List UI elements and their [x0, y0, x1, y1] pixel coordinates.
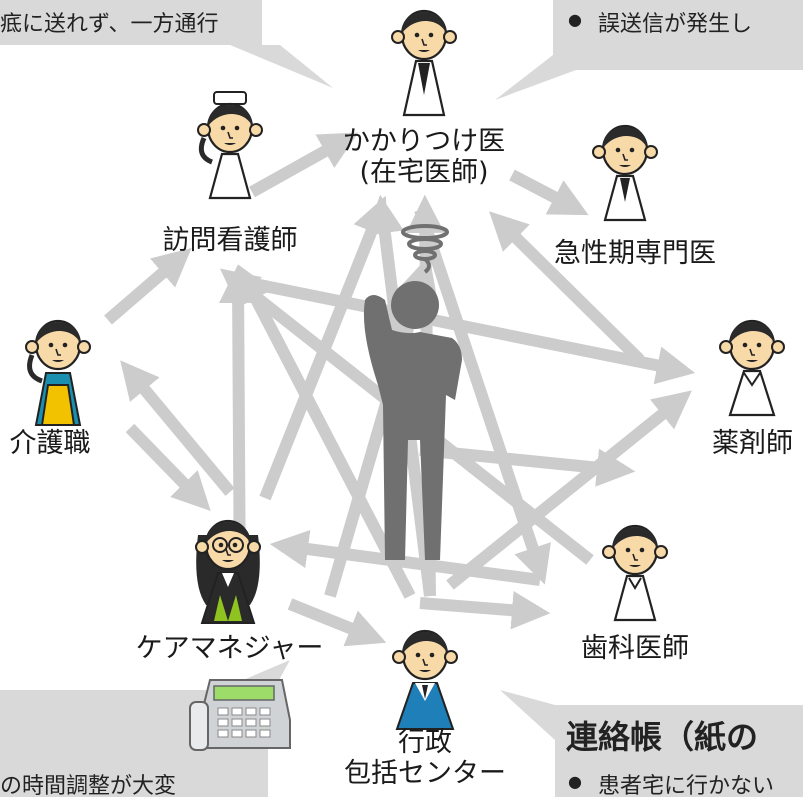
arrow: [489, 211, 645, 365]
pharmacist-icon: [718, 319, 786, 417]
callout-top-left: [0, 0, 333, 88]
arrow: [125, 423, 211, 512]
label-admin-sub: 包括センター: [344, 758, 506, 790]
admin-icon: [391, 629, 459, 730]
arrow: [249, 132, 359, 198]
callout-bottom-right-title: 連絡帳（紙の: [566, 718, 759, 756]
arrow: [419, 591, 551, 630]
arrow: [419, 444, 636, 487]
specialist-icon: [591, 124, 659, 222]
nurse-icon: [196, 91, 264, 200]
arrow: [104, 247, 192, 325]
label-admin-main: 行政: [398, 727, 452, 758]
confused-person-icon: [363, 224, 462, 560]
arrow: [269, 530, 541, 586]
callout-top-left-text: 疷に送れず、一方通行: [0, 12, 219, 37]
label-specialist: 急性期専門医: [554, 238, 716, 269]
callout-top-right-text: 誤送信が発生し: [598, 12, 753, 37]
callout-top-right: [495, 0, 803, 100]
doctor-icon: [390, 9, 458, 117]
callout-bottom-right-text: 患者宅に行かない: [598, 774, 775, 799]
callout-bottom-right-bullet: ●: [568, 772, 582, 791]
caregiver-icon: [24, 319, 92, 426]
callout-bottom-right: [500, 690, 803, 797]
callout-bottom-left-text: の時間調整が大変: [0, 774, 177, 799]
label-nurse: 訪問看護師: [162, 225, 298, 256]
label-admin: 行政 包括センター: [330, 727, 520, 789]
label-pharmacist: 薬剤師: [712, 428, 793, 459]
label-dentist: 歯科医師: [581, 633, 689, 664]
dentist-icon: [601, 524, 669, 622]
arrow: [446, 390, 692, 590]
label-doctor-main: かかりつけ医: [342, 126, 506, 157]
callout-top-right-bullet: ●: [568, 10, 582, 29]
care-manager-icon: [194, 519, 262, 624]
arrow: [120, 360, 235, 496]
label-doctor: かかりつけ医 (在宅医師): [328, 126, 520, 188]
telephone-icon: [189, 679, 291, 751]
label-care-manager: ケアマネジャー: [135, 633, 324, 664]
arrow: [414, 208, 551, 585]
arrows: [104, 132, 696, 647]
arrow: [509, 169, 589, 216]
arrow: [287, 598, 387, 647]
label-doctor-sub: (在宅医師): [359, 157, 489, 189]
arrow: [237, 264, 416, 599]
label-caregiver: 介護職: [9, 428, 91, 459]
